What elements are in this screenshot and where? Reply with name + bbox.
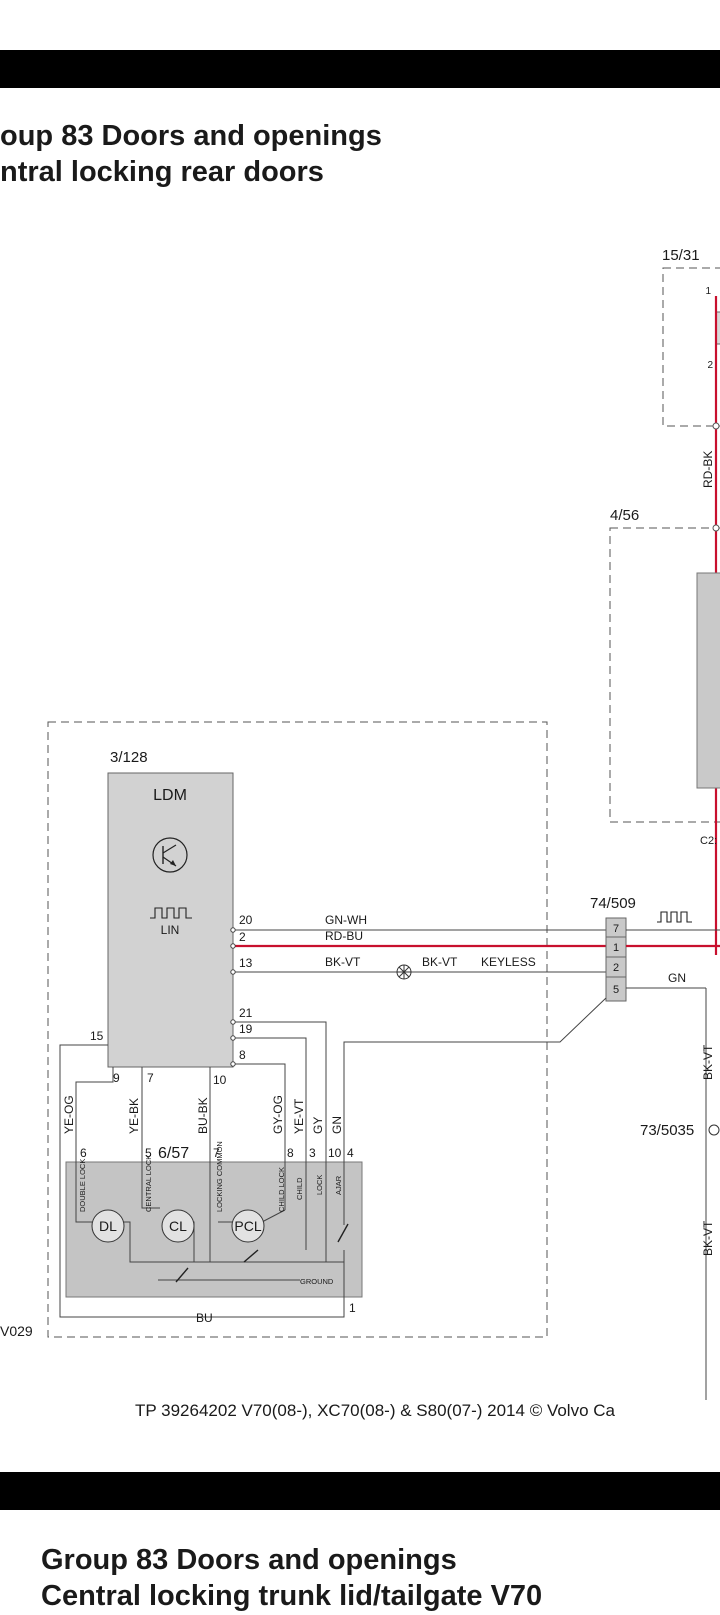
ldm-pin-labels: 20 2 13 21 19 8 15 9 7 10	[90, 913, 253, 1087]
page-header-bar-2	[0, 1472, 720, 1510]
label-locking-common: LOCKING COMMON	[215, 1141, 224, 1212]
wire-pin9	[75, 1067, 114, 1150]
wire-label-bk-vt-b: BK-VT	[422, 955, 458, 969]
lock-unit-labels: DOUBLE LOCK CENTRAL LOCK LOCKING COMMON …	[78, 1141, 343, 1286]
wire-label-bk-vt-a: BK-VT	[325, 955, 361, 969]
conn-pin-2: 2	[613, 962, 619, 974]
vertical-wire-labels: YE-OG YE-BK BU-BK GY-OG YE-VT GY GN	[62, 1095, 344, 1134]
ldm-pin-10: 10	[213, 1073, 227, 1087]
box-15-31	[662, 267, 720, 427]
wire-label-bu: BU	[196, 1311, 213, 1325]
wire-label-rd-bk: RD-BK	[701, 451, 715, 488]
label-ground: GROUND	[300, 1277, 334, 1286]
pin-1-top: 1	[705, 286, 711, 297]
lamp-icon	[396, 964, 412, 980]
transistor-icon	[152, 837, 188, 873]
wire-label-bk-vt-r2: BK-VT	[701, 1220, 715, 1256]
footer-copyright: TP 39264202 V70(08-), XC70(08-) & S80(07…	[135, 1401, 615, 1420]
label-4-56: 4/56	[610, 507, 639, 524]
ldm-pin-2: 2	[239, 930, 246, 944]
ldm-pin-9: 9	[113, 1071, 120, 1085]
ldm-pin-8: 8	[239, 1048, 246, 1062]
box-3-128	[47, 721, 548, 1338]
label-c2: C2:	[700, 835, 717, 847]
wire-label-gn: GN	[668, 971, 686, 985]
label-ajar: AJAR	[334, 1175, 343, 1195]
lock-pin-8: 8	[287, 1146, 294, 1160]
wire-pin21	[233, 1021, 327, 1150]
lock-pin-labels: 6 5 7 8 3 10 4 1	[80, 1146, 356, 1315]
section-heading: ntral locking rear doors	[0, 156, 324, 189]
page-title-2: Group 83 Doors and openings Central lock…	[41, 1542, 542, 1615]
lock-pin-4: 4	[347, 1146, 354, 1160]
ldm-pin-21: 21	[239, 1006, 253, 1020]
group-heading-2: Group 83 Doors and openings	[41, 1544, 457, 1576]
page-header-bar	[0, 50, 720, 88]
page-title: oup 83 Doors and openings ntral locking …	[0, 118, 382, 191]
motor-pcl-label: PCL	[234, 1218, 261, 1234]
wire-label-rd-bu: RD-BU	[325, 929, 363, 943]
ldm-pin-15: 15	[90, 1029, 104, 1043]
ldm-pin-7: 7	[147, 1071, 154, 1085]
lock-switch	[175, 1267, 189, 1283]
ldm-module	[107, 772, 234, 1068]
wire-label-bu-bk: BU-BK	[196, 1097, 210, 1134]
wire-label-bk-vt-r1: BK-VT	[701, 1044, 715, 1080]
conn-pin-7: 7	[613, 923, 619, 935]
ldm-pin-19: 19	[239, 1022, 253, 1036]
motor-pcl: PCL	[231, 1209, 265, 1243]
box-4-56	[609, 527, 720, 823]
group-heading: oup 83 Doors and openings	[0, 120, 382, 152]
label-child-lock: CHILD LOCK	[277, 1167, 286, 1212]
motor-cl-label: CL	[169, 1218, 187, 1234]
right-pulse-icon	[657, 911, 692, 923]
motor-dl-label: DL	[99, 1218, 117, 1234]
wire-pin19	[233, 1037, 307, 1150]
wire-gn-ajar	[343, 997, 607, 1150]
rear-module	[696, 572, 720, 789]
wiring-diagram: 1 2 15/31 RD-BK 4/56 C2: 3/128 LDM LIN 2…	[0, 247, 720, 1400]
motor-cl: CL	[161, 1209, 195, 1243]
wire-pin15-bu	[59, 1044, 345, 1318]
wire-label-gy-og: GY-OG	[271, 1095, 285, 1134]
label-74-509: 74/509	[590, 895, 636, 912]
label-lock: LOCK	[315, 1175, 324, 1195]
label-3-128: 3/128	[110, 749, 148, 766]
lock-pin-10: 10	[328, 1146, 342, 1160]
label-73-5035: 73/5035	[640, 1122, 694, 1139]
wire-label-ye-bk: YE-BK	[127, 1098, 141, 1134]
lock-pin-7: 7	[213, 1146, 220, 1160]
motor-dl: DL	[91, 1209, 125, 1243]
wire-pin8	[233, 1063, 286, 1150]
lock-pin-5: 5	[145, 1146, 152, 1160]
label-central-lock: CENTRAL LOCK	[144, 1155, 153, 1212]
conn-pin-5: 5	[613, 984, 619, 996]
label-6-57: 6/57	[158, 1145, 189, 1162]
wire-label-ye-vt: YE-VT	[292, 1098, 306, 1134]
ground-point-icon	[708, 1124, 720, 1136]
ajar-switch	[337, 1223, 349, 1243]
wire-label-gn-v: GN	[330, 1116, 344, 1134]
ldm-pin-20: 20	[239, 913, 253, 927]
ldm-name: LDM	[153, 787, 187, 804]
lin-label: LIN	[161, 923, 180, 937]
lock-pin-1: 1	[349, 1301, 356, 1315]
wire-label-ye-og: YE-OG	[62, 1095, 76, 1134]
connector-74-509	[605, 917, 627, 1002]
label-double-lock: DOUBLE LOCK	[78, 1159, 87, 1212]
lock-pin-6: 6	[80, 1146, 87, 1160]
child-switch	[243, 1249, 259, 1263]
label-child: CHILD	[295, 1177, 304, 1200]
wire-label-gy: GY	[311, 1117, 325, 1134]
section-heading-2: Central locking trunk lid/tailgate V70	[41, 1580, 543, 1613]
label-15-31: 15/31	[662, 247, 700, 264]
wire-label-keyless: KEYLESS	[481, 955, 536, 969]
lin-pulse-icon	[150, 907, 192, 919]
lock-pin-3: 3	[309, 1146, 316, 1160]
conn-pin-1: 1	[613, 942, 619, 954]
wire-label-gn-wh: GN-WH	[325, 913, 367, 927]
ldm-pin-13: 13	[239, 956, 253, 970]
figure-code: V029	[0, 1323, 33, 1339]
pin-2-top: 2	[707, 360, 713, 371]
